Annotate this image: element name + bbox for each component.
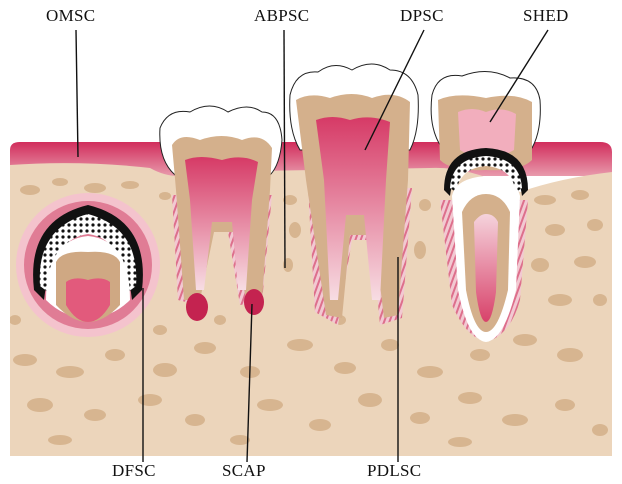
- label-dfsc: DFSC: [112, 461, 156, 481]
- label-pdlsc: PDLSC: [367, 461, 421, 481]
- label-scap: SCAP: [222, 461, 266, 481]
- omsc-pointer: [76, 30, 78, 157]
- label-omsc: OMSC: [46, 6, 95, 26]
- developing-tooth: [16, 193, 160, 337]
- label-shed: SHED: [523, 6, 569, 26]
- label-dpsc: DPSC: [400, 6, 444, 26]
- label-abpsc: ABPSC: [254, 6, 309, 26]
